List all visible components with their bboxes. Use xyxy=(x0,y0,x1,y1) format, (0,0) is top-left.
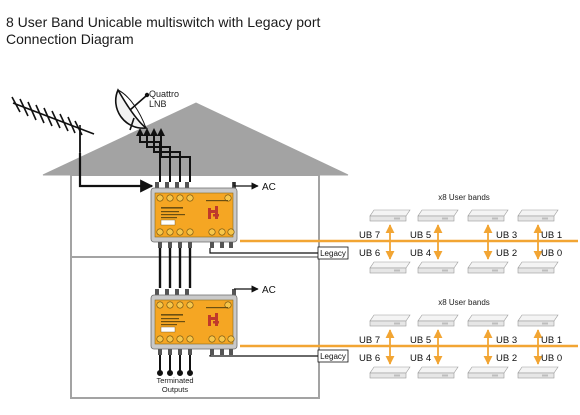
band-arrows-top xyxy=(385,224,543,260)
legacy-label-top: Legacy xyxy=(320,249,346,258)
legacy-cable-bottom xyxy=(209,355,318,357)
legacy-cable-top xyxy=(209,248,318,254)
lnb-feed-arrows xyxy=(136,128,165,136)
ub-labels-bottom: UB 7 UB 5 UB 3 UB 1 UB 6 UB 4 UB 2 UB 0 xyxy=(359,335,562,364)
ub-label: UB 6 xyxy=(359,248,380,259)
lnb-label-line2: LNB xyxy=(149,99,167,109)
cascade-cables xyxy=(158,248,192,288)
house-roof xyxy=(42,102,349,176)
legacy-box-top xyxy=(317,246,349,260)
lnb-label-line1: Quattro xyxy=(149,89,179,99)
multiswitch-bottom xyxy=(150,288,238,356)
ub-label: UB 2 xyxy=(496,353,517,364)
ub-label: UB 5 xyxy=(410,335,431,346)
title-line-1: 8 User Band Unicable multiswitch with Le… xyxy=(6,14,321,30)
ub-label: UB 1 xyxy=(541,230,562,241)
ub-label: UB 0 xyxy=(541,353,562,364)
ub-label: UB 3 xyxy=(496,335,517,346)
multiswitch-top xyxy=(150,181,238,249)
band-arrows-bottom xyxy=(385,329,543,365)
ub-label: UB 4 xyxy=(410,353,431,364)
house-wall xyxy=(70,174,320,399)
ub-label: UB 3 xyxy=(496,230,517,241)
ub-label: UB 5 xyxy=(410,230,431,241)
legacy-label-bottom: Legacy xyxy=(320,352,346,361)
ub-label: UB 7 xyxy=(359,230,380,241)
ub-label: UB 2 xyxy=(496,248,517,259)
diagram-title: 8 User Band Unicable multiswitch with Le… xyxy=(6,14,320,48)
terminated-label-line2: Outputs xyxy=(162,385,189,394)
satellite-dish-icon xyxy=(114,88,150,131)
legacy-box-bottom xyxy=(317,349,349,363)
ub-label: UB 6 xyxy=(359,353,380,364)
title-line-2: Connection Diagram xyxy=(6,31,134,47)
ac-cable-top xyxy=(233,182,259,190)
ac-label-top: AC xyxy=(262,182,276,193)
terminated-output-cables xyxy=(157,355,193,376)
terminated-label-line1: Terminated xyxy=(156,376,193,385)
ub-labels-top: UB 7 UB 5 UB 3 UB 1 UB 6 UB 4 UB 2 UB 0 xyxy=(359,230,562,259)
user-bands-label-bottom: x8 User bands xyxy=(438,298,490,307)
ub-label: UB 1 xyxy=(541,335,562,346)
ub-label: UB 4 xyxy=(410,248,431,259)
ub-label: UB 7 xyxy=(359,335,380,346)
ub-label: UB 0 xyxy=(541,248,562,259)
lnb-cables xyxy=(139,136,191,182)
user-bands-label-top: x8 User bands xyxy=(438,193,490,202)
ac-label-bottom: AC xyxy=(262,285,276,296)
terrestrial-cable xyxy=(78,153,154,193)
